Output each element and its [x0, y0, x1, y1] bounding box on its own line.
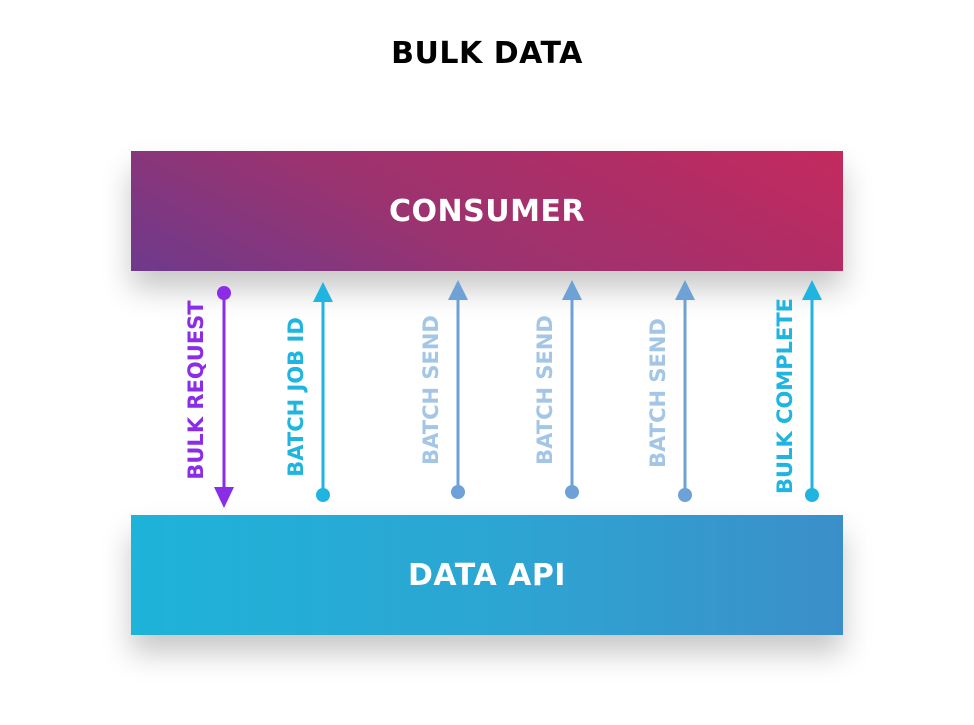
consumer-label: CONSUMER [388, 193, 586, 229]
label-batch-job-id: BATCH JOB ID [284, 317, 308, 476]
arrow-batch-send-1: BATCH SEND [419, 280, 468, 499]
label-bulk-complete: BULK COMPLETE [773, 298, 797, 494]
arrow-start-dot [451, 485, 465, 499]
arrow-bulk-complete: BULK COMPLETE [773, 280, 822, 502]
arrow-batch-send-2: BATCH SEND [533, 280, 582, 499]
label-bulk-request: BULK REQUEST [184, 300, 208, 480]
arrow-head [802, 280, 822, 300]
arrow-batch-send-3: BATCH SEND [646, 280, 695, 502]
arrow-batch-job-id: BATCH JOB ID [284, 282, 333, 502]
data-api-box: DATA API [131, 515, 843, 635]
arrow-start-dot [678, 488, 692, 502]
arrow-head [675, 280, 695, 300]
arrow-start-dot [805, 488, 819, 502]
data-api-label: DATA API [408, 557, 566, 593]
label-batch-send: BATCH SEND [533, 315, 557, 465]
arrow-head [214, 487, 234, 508]
arrow-head [313, 282, 333, 302]
diagram-title: BULK DATA [391, 36, 583, 71]
arrow-head [562, 280, 582, 300]
consumer-box: CONSUMER [131, 151, 843, 271]
arrow-head [448, 280, 468, 300]
arrow-bulk-request: BULK REQUEST [184, 286, 234, 508]
arrow-start-dot [217, 286, 231, 300]
arrow-start-dot [316, 488, 330, 502]
label-batch-send: BATCH SEND [646, 318, 670, 468]
label-batch-send: BATCH SEND [419, 315, 443, 465]
arrow-start-dot [565, 485, 579, 499]
